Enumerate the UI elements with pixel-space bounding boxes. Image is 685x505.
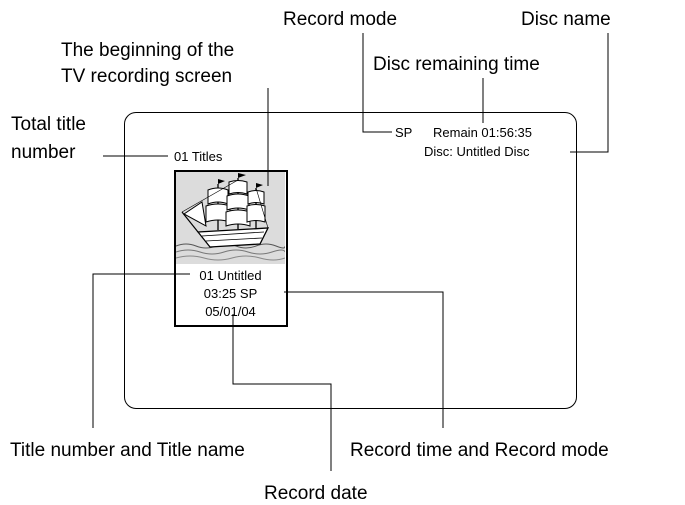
tv-screen-frame — [124, 112, 577, 409]
title-name-leader — [92, 273, 190, 428]
record-mode-callout: Record mode — [283, 9, 398, 30]
record-mode-leader — [362, 33, 392, 133]
record-time-leader — [284, 291, 444, 428]
total-title-callout-line1: Total title — [11, 114, 86, 135]
osd-disc-name: Disc: Untitled Disc — [424, 144, 530, 159]
disc-name-leader — [570, 33, 609, 153]
title-thumbnail[interactable]: 01 Untitled 03:25 SP 05/01/04 — [174, 170, 288, 327]
disc-remaining-time-callout: Disc remaining time — [373, 54, 540, 75]
sailing-ship-icon — [176, 172, 285, 264]
osd-total-titles: 01 Titles — [174, 149, 223, 164]
total-title-callout-line2: number — [11, 142, 76, 163]
osd-remaining-time: Remain 01:56:35 — [433, 125, 533, 140]
thumbnail-time-mode: 03:25 SP — [203, 286, 258, 301]
beginning-callout-line2: TV recording screen — [61, 66, 233, 87]
record-time-mode-callout: Record time and Record mode — [350, 440, 609, 461]
beginning-callout-line1: The beginning of the — [61, 40, 235, 61]
ship-image — [176, 172, 285, 264]
title-number-name-callout: Title number and Title name — [10, 440, 245, 461]
disc-name-callout: Disc name — [521, 9, 611, 30]
record-date-leader — [232, 314, 332, 471]
record-date-callout: Record date — [264, 483, 368, 504]
osd-record-mode: SP — [395, 125, 413, 140]
thumbnail-date: 05/01/04 — [205, 304, 256, 319]
thumbnail-title: 01 Untitled — [199, 268, 262, 283]
